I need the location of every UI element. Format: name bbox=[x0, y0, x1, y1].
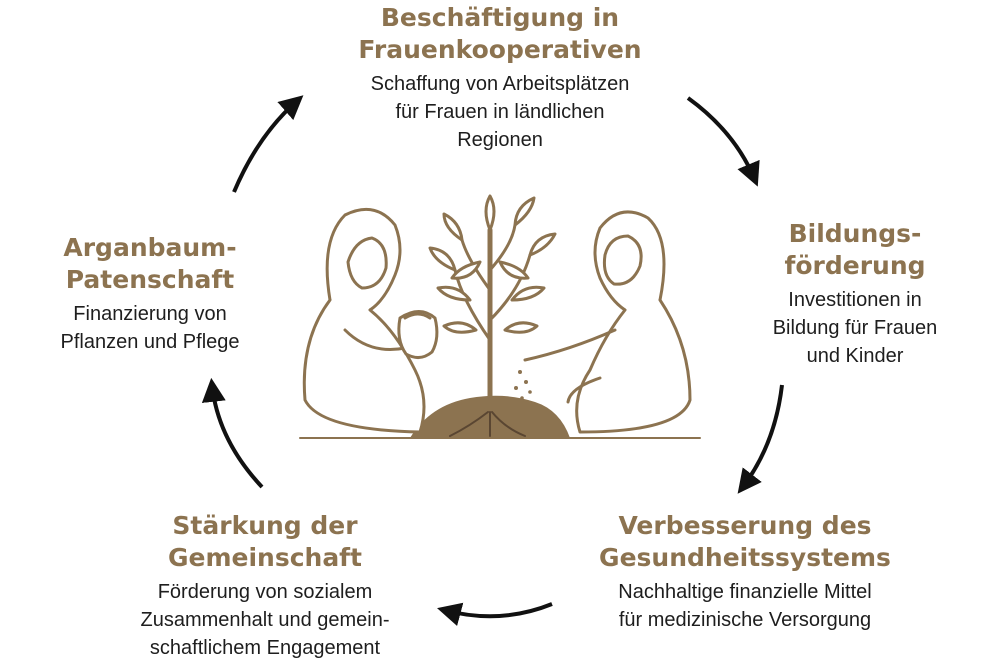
arrow-5-to-1-icon bbox=[232, 95, 304, 193]
step-community-text: Förderung von sozialem Zusammenhalt und … bbox=[140, 581, 390, 659]
step-sponsorship-text: Finanzierung von Pflanzen und Pflege bbox=[60, 303, 240, 353]
step-employment-title: Beschäftigung in Frauenkooperativen bbox=[358, 3, 642, 64]
arrow-3-to-4-icon bbox=[437, 602, 553, 626]
step-employment: Beschäftigung in Frauenkooperativen Scha… bbox=[320, 2, 680, 154]
arrow-4-to-5-icon bbox=[201, 377, 264, 489]
arrow-1-to-2-icon bbox=[686, 96, 760, 187]
step-education-text: Investitionen in Bildung für Frauen und … bbox=[772, 289, 938, 367]
step-health-title: Verbesserung des Gesundheitssystems bbox=[599, 511, 891, 572]
step-employment-text: Schaffung von Arbeitsplätzen für Frauen … bbox=[370, 73, 630, 151]
step-sponsorship-title: Arganbaum- Patenschaft bbox=[63, 233, 237, 294]
women-planting-tree-icon bbox=[299, 194, 701, 439]
step-education: Bildungs- förderung Investitionen in Bil… bbox=[735, 218, 975, 370]
step-community: Stärkung der Gemeinschaft Förderung von … bbox=[75, 510, 455, 662]
step-health: Verbesserung des Gesundheitssystems Nach… bbox=[575, 510, 915, 634]
step-health-text: Nachhaltige finanzielle Mittel für mediz… bbox=[618, 581, 872, 631]
step-education-title: Bildungs- förderung bbox=[784, 219, 926, 280]
arrow-2-to-3-icon bbox=[737, 384, 784, 494]
step-sponsorship: Arganbaum- Patenschaft Finanzierung von … bbox=[20, 232, 280, 356]
step-community-title: Stärkung der Gemeinschaft bbox=[167, 511, 363, 572]
